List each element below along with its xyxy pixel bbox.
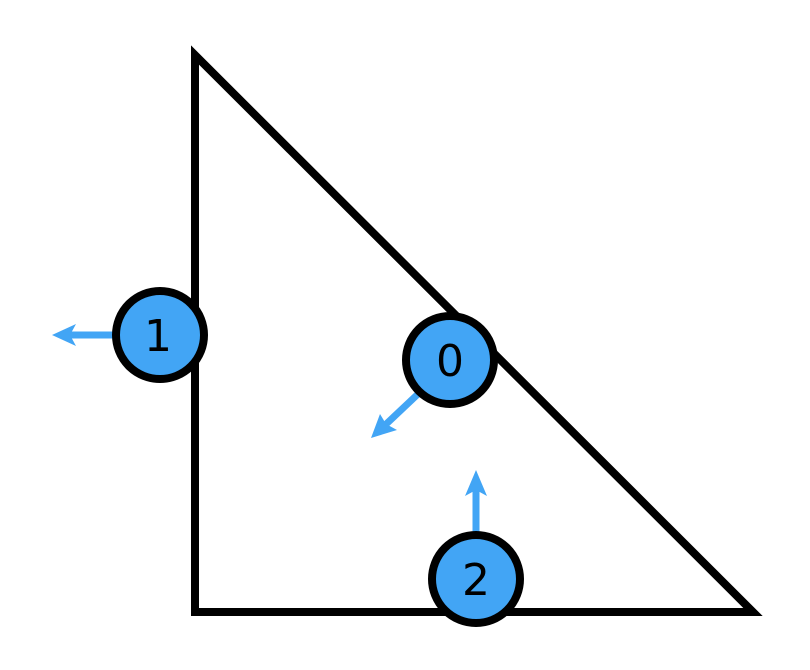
edge-badge-circle [428,531,524,627]
edge-badge-0: 0 [402,312,498,408]
edge-normal-arrow-1 [52,324,114,346]
edge-badge-1: 1 [112,287,208,383]
edge-label: 1 [144,311,172,362]
edge-badge-2: 2 [428,531,524,627]
edge-normal-arrow-0 [371,391,421,438]
edge-badge-circle [112,287,208,383]
edge-normal-arrow-2 [465,470,487,534]
edge-label: 2 [462,555,490,606]
edge-badge-circle [402,312,498,408]
edge-label: 0 [436,336,464,387]
